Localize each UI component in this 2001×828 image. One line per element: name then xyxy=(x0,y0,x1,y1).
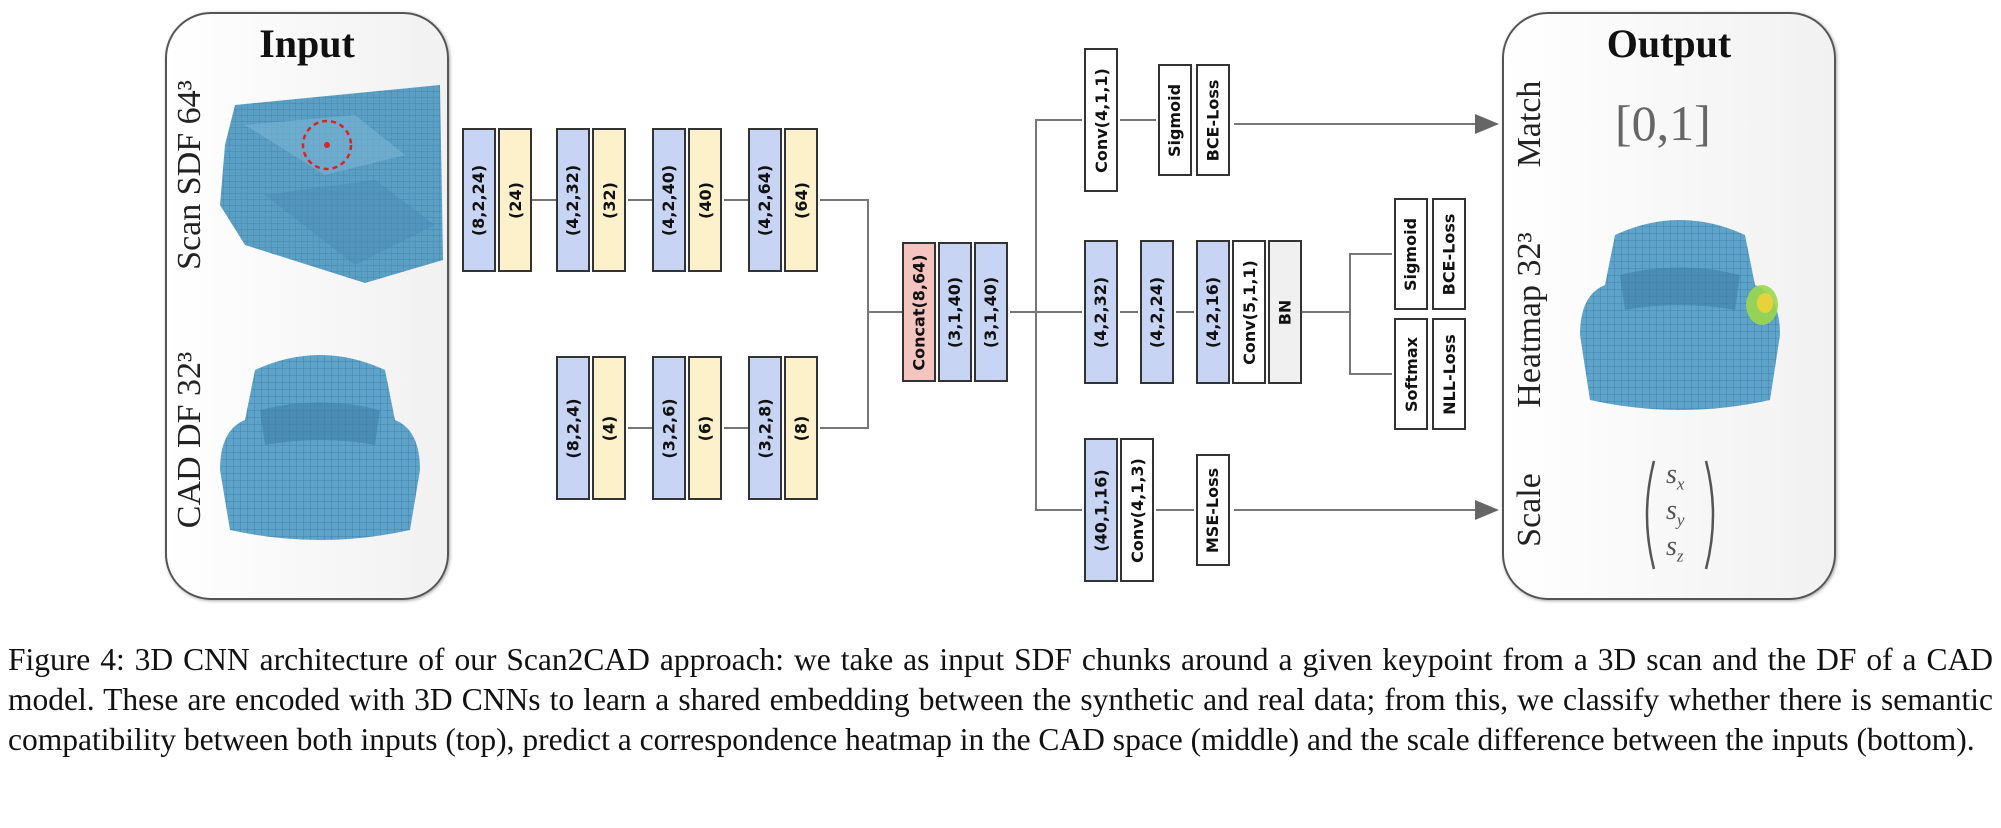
heatmap-nll-loss-block: NLL-Loss xyxy=(1432,318,1466,430)
cad-conv-block-2: (3,2,6) xyxy=(652,356,686,500)
scale-sx: s xyxy=(1666,459,1677,490)
heatmap-bce-loss-block: BCE-Loss xyxy=(1432,198,1466,310)
heatmap-conv-block-2: (4,2,24) xyxy=(1140,240,1174,384)
heatmap-sigmoid-block: Sigmoid xyxy=(1394,198,1428,310)
match-bce-loss-block: BCE-Loss xyxy=(1196,64,1230,176)
match-conv-block: Conv(4,1,1) xyxy=(1084,48,1118,192)
output-panel-title: Output xyxy=(1606,21,1732,66)
figure-caption: Figure 4: 3D CNN architecture of our Sca… xyxy=(8,642,1993,757)
cad-res-block-3: (8) xyxy=(784,356,818,500)
cad-conv-block-3: (3,2,8) xyxy=(748,356,782,500)
match-label: Match xyxy=(1511,80,1548,168)
concat-block: Concat(8,64) xyxy=(902,242,936,382)
scan-res-block-2: (32) xyxy=(592,128,626,272)
scan-conv-block-3: (4,2,40) xyxy=(652,128,686,272)
scan-res-block-4: (64) xyxy=(784,128,818,272)
scale-sy: s xyxy=(1666,495,1677,526)
scan-res-block-1: (24) xyxy=(498,128,532,272)
cad-res-block-2: (6) xyxy=(688,356,722,500)
scale-sx-sub: x xyxy=(1676,474,1685,494)
cad-df-label: CAD DF 32³ xyxy=(171,351,208,529)
scan-sdf-label: Scan SDF 64³ xyxy=(171,80,208,270)
heatmap-armchair-voxel-image xyxy=(1580,220,1780,410)
shared-res-block-1: (3,1,40) xyxy=(938,242,972,382)
scale-label: Scale xyxy=(1511,473,1548,547)
cad-armchair-voxel-image xyxy=(220,355,420,540)
connection-lines xyxy=(498,114,1499,520)
architecture-diagram: Input Scan SDF 64³ CAD DF 32³ Output M xyxy=(165,12,1836,600)
scale-conv-block-1: (40,1,16) xyxy=(1084,438,1118,582)
match-value: [0,1] xyxy=(1615,95,1711,151)
scale-mse-loss-block: MSE-Loss xyxy=(1196,454,1230,566)
scan-conv-block-2: (4,2,32) xyxy=(556,128,590,272)
input-panel-title: Input xyxy=(259,21,355,66)
scan-res-block-3: (40) xyxy=(688,128,722,272)
cad-res-block-1: (4) xyxy=(592,356,626,500)
heatmap-conv-block-4: Conv(5,1,1) xyxy=(1232,240,1266,384)
match-sigmoid-block: Sigmoid xyxy=(1158,64,1192,176)
shared-res-block-2: (3,1,40) xyxy=(974,242,1008,382)
scan-conv-block-1: (8,2,24) xyxy=(462,128,496,272)
scan-conv-block-4: (4,2,64) xyxy=(748,128,782,272)
heatmap-bn-block: BN xyxy=(1268,240,1302,384)
scan-sdf-voxel-image xyxy=(220,85,443,283)
heatmap-label: Heatmap 32³ xyxy=(1511,232,1548,408)
heatmap-softmax-block: Softmax xyxy=(1394,318,1428,430)
scale-sy-sub: y xyxy=(1676,510,1685,530)
scale-sz: s xyxy=(1666,531,1677,562)
scale-sz-sub: z xyxy=(1676,546,1684,566)
scale-conv-block-2: Conv(4,1,3) xyxy=(1120,438,1154,582)
cad-conv-block-1: (8,2,4) xyxy=(556,356,590,500)
heatmap-conv-block-3: (4,2,16) xyxy=(1196,240,1230,384)
heatmap-conv-block-1: (4,2,32) xyxy=(1084,240,1118,384)
scale-vector: sx sy sz xyxy=(1640,455,1720,575)
